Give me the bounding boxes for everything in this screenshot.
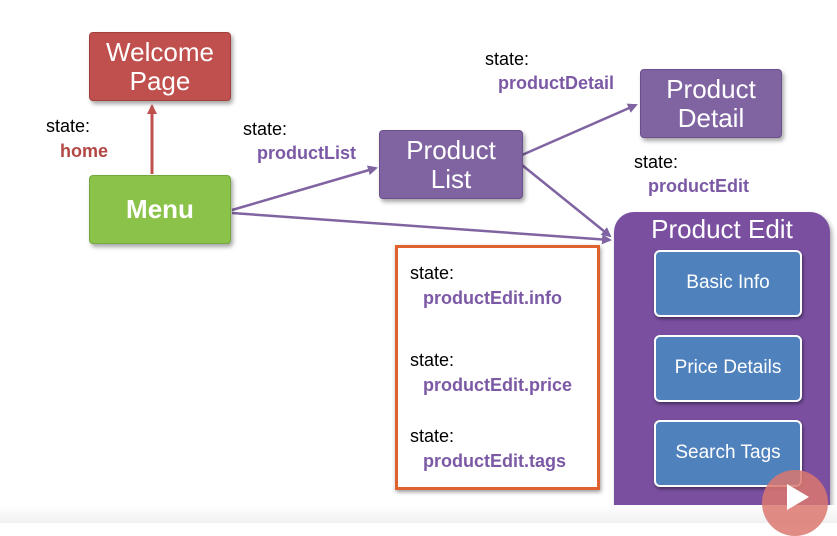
arrow-productlist-to-edit [521, 164, 612, 238]
state-label-price: state: [410, 350, 455, 370]
nested-states-box: state: productEdit.info state: productEd… [395, 245, 600, 490]
connector-arrows [147, 103, 638, 245]
state-label-info: state: [410, 263, 455, 283]
state-value-productedit: productEdit [648, 176, 749, 196]
state-value-productlist: productList [257, 143, 356, 163]
basic-info-box: Basic Info [654, 250, 802, 317]
product-edit-panel: Product Edit Basic Info Price Details Se… [614, 212, 830, 512]
state-value-info: productEdit.info [423, 288, 562, 308]
state-label-productlist: state: [243, 119, 288, 139]
state-value-home: home [60, 141, 109, 161]
state-label-productdetail: state: [485, 49, 530, 69]
state-value-price: productEdit.price [423, 375, 573, 395]
product-list-label: Product List [406, 134, 496, 194]
state-value-productdetail: productDetail [498, 73, 615, 93]
menu-node: Menu [89, 175, 231, 244]
welcome-page-node: Welcome Page [89, 32, 231, 101]
price-details-label: Price Details [674, 357, 782, 379]
arrow-productlist-to-detail [521, 103, 638, 157]
product-detail-node: Product Detail [640, 69, 782, 138]
product-detail-label: Product Detail [666, 73, 756, 133]
play-button-icon[interactable] [762, 470, 828, 536]
state-label-home: state: [46, 116, 91, 136]
basic-info-label: Basic Info [686, 272, 770, 294]
menu-label: Menu [126, 194, 194, 225]
price-details-box: Price Details [654, 335, 802, 402]
state-label-tags: state: [410, 426, 455, 446]
product-edit-title: Product Edit [651, 214, 793, 244]
state-label-productedit: state: [634, 152, 679, 172]
search-tags-label: Search Tags [675, 442, 781, 464]
welcome-page-label: Welcome Page [106, 36, 214, 96]
bottom-strip [0, 505, 837, 523]
product-list-node: Product List [379, 130, 523, 199]
arrow-menu-to-productedit [231, 211, 612, 245]
arrow-menu-to-productlist [231, 165, 378, 212]
state-value-tags: productEdit.tags [423, 451, 566, 471]
state-diagram: Welcome Page Menu Product List Product D… [0, 32, 837, 536]
